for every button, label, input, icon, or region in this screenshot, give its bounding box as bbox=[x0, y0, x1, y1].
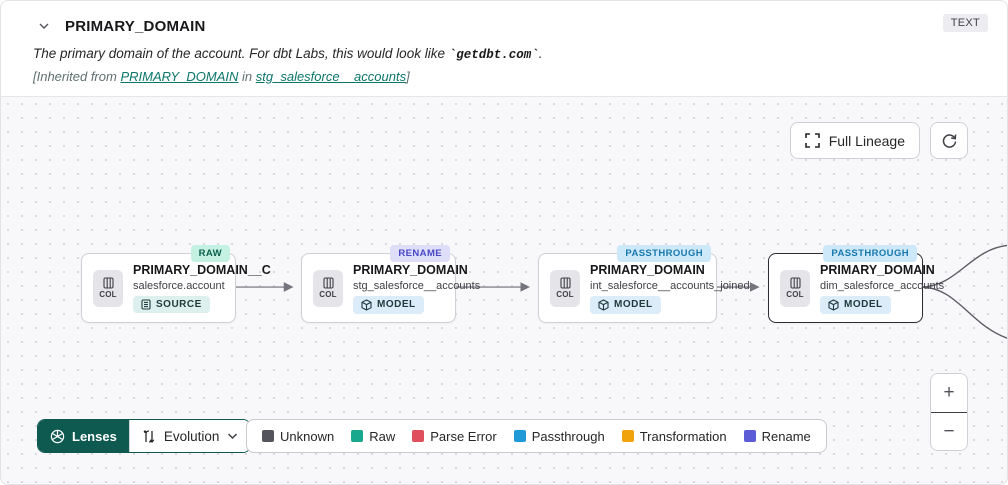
resource-label: MODEL bbox=[377, 299, 416, 310]
evolution-badge: PASSTHROUGH bbox=[617, 245, 711, 262]
lineage-canvas[interactable]: Full Lineage RAW COL PRIMARY_DOMAIN__C bbox=[1, 97, 1007, 484]
full-lineage-label: Full Lineage bbox=[828, 132, 905, 149]
resource-label: MODEL bbox=[614, 299, 653, 310]
resource-label: SOURCE bbox=[156, 299, 202, 310]
inherited-middle: in bbox=[238, 69, 256, 84]
column-type-icon: COL bbox=[313, 269, 343, 307]
legend-swatch bbox=[743, 430, 756, 442]
legend-label: Unknown bbox=[280, 428, 335, 444]
legend-label: Parse Error bbox=[430, 428, 497, 444]
lineage-node-intermediate[interactable]: PASSTHROUGH COL PRIMARY_DOMAIN int_sales… bbox=[538, 245, 750, 323]
model-icon bbox=[828, 298, 839, 311]
column-type-icon: COL bbox=[550, 269, 580, 307]
zoom-out-button[interactable]: − bbox=[931, 412, 967, 450]
inherited-prefix: [Inherited from bbox=[33, 69, 121, 84]
column-type-icon: COL bbox=[93, 269, 123, 307]
legend-swatch bbox=[262, 430, 274, 442]
zoom-controls: + − bbox=[930, 373, 968, 451]
legend-item-transformation: Transformation bbox=[621, 428, 727, 444]
chevron-down-icon bbox=[227, 432, 238, 440]
column-description: The primary domain of the account. For d… bbox=[33, 46, 987, 62]
col-label: COL bbox=[319, 290, 337, 299]
lens-selector[interactable]: Evolution bbox=[128, 420, 251, 452]
lenses-label: Lenses bbox=[72, 428, 117, 444]
description-period: . bbox=[538, 46, 543, 61]
legend-label: Transformation bbox=[639, 428, 727, 444]
data-type-badge: TEXT bbox=[942, 14, 988, 32]
lineage-edges bbox=[235, 244, 1007, 339]
col-label: COL bbox=[556, 290, 574, 299]
lens-selected-label: Evolution bbox=[163, 428, 220, 444]
lineage-node-source[interactable]: RAW COL PRIMARY_DOMAIN__C salesforce.acc… bbox=[81, 245, 271, 323]
inherited-column-link[interactable]: PRIMARY_DOMAIN bbox=[120, 69, 239, 84]
lineage-node-dim-selected[interactable]: PASSTHROUGH COL PRIMARY_DOMAIN dim_sales… bbox=[768, 245, 944, 323]
col-label: COL bbox=[99, 290, 117, 299]
resource-type-tag: MODEL bbox=[820, 295, 891, 314]
node-column-name: PRIMARY_DOMAIN__C bbox=[133, 263, 271, 277]
legend-swatch bbox=[412, 430, 425, 442]
model-icon bbox=[598, 298, 609, 311]
lens-aperture-icon bbox=[50, 429, 65, 444]
node-model-name: int_salesforce__accounts_joined bbox=[590, 279, 750, 292]
resource-type-tag: SOURCE bbox=[133, 296, 210, 313]
zoom-in-button[interactable]: + bbox=[931, 374, 967, 412]
legend-item-parse-error: Parse Error bbox=[412, 428, 497, 444]
column-header: PRIMARY_DOMAIN TEXT The primary domain o… bbox=[1, 1, 1007, 97]
description-text: The primary domain of the account. For d… bbox=[33, 46, 449, 61]
node-column-name: PRIMARY_DOMAIN bbox=[590, 262, 705, 277]
legend-swatch bbox=[621, 430, 634, 442]
node-model-name: salesforce.account bbox=[133, 280, 225, 292]
description-code: `getdbt.com` bbox=[448, 48, 539, 62]
legend-label: Rename bbox=[761, 428, 811, 444]
resource-type-tag: MODEL bbox=[590, 295, 661, 314]
legend-item-passthrough: Passthrough bbox=[513, 428, 605, 444]
legend-item-unknown: Unknown bbox=[262, 429, 334, 444]
expand-brackets-icon bbox=[804, 133, 820, 148]
node-model-name: dim_salesforce_accounts bbox=[820, 279, 945, 292]
node-model-name: stg_salesforce__accounts bbox=[353, 279, 481, 292]
inherited-suffix: ] bbox=[406, 69, 410, 84]
resource-label: MODEL bbox=[844, 299, 883, 310]
lineage-toolbar: Full Lineage bbox=[789, 122, 968, 159]
legend-swatch bbox=[513, 430, 526, 442]
inherited-from-note: [Inherited from PRIMARY_DOMAIN in stg_sa… bbox=[33, 69, 987, 84]
lineage-node-staging[interactable]: RENAME COL PRIMARY_DOMAIN stg_salesforce… bbox=[301, 245, 480, 323]
legend-label: Passthrough bbox=[531, 428, 605, 444]
evolution-badge: PASSTHROUGH bbox=[823, 245, 917, 262]
evolution-icon bbox=[142, 429, 156, 444]
collapse-chevron-icon[interactable] bbox=[33, 15, 55, 37]
lenses-button[interactable]: Lenses bbox=[38, 420, 129, 452]
column-name-title: PRIMARY_DOMAIN bbox=[65, 17, 206, 35]
evolution-badge: RAW bbox=[190, 245, 230, 262]
refresh-button[interactable] bbox=[930, 122, 968, 159]
model-icon bbox=[361, 298, 372, 311]
inherited-model-link[interactable]: stg_salesforce__accounts bbox=[255, 69, 407, 84]
legend-swatch bbox=[351, 430, 364, 442]
full-lineage-button[interactable]: Full Lineage bbox=[789, 122, 920, 159]
legend-item-rename: Rename bbox=[743, 428, 811, 444]
evolution-badge: RENAME bbox=[390, 245, 450, 262]
resource-type-tag: MODEL bbox=[353, 295, 424, 314]
node-column-name: PRIMARY_DOMAIN bbox=[353, 262, 468, 277]
legend-item-raw: Raw bbox=[351, 429, 395, 444]
legend-label: Raw bbox=[369, 428, 396, 444]
refresh-icon bbox=[941, 132, 958, 149]
source-icon bbox=[141, 299, 151, 310]
col-label: COL bbox=[786, 290, 804, 299]
node-column-name: PRIMARY_DOMAIN bbox=[820, 262, 935, 277]
lenses-control: Lenses Evolution bbox=[37, 419, 252, 453]
evolution-legend: Unknown Raw Parse Error Passthrough Tran… bbox=[246, 419, 827, 453]
column-type-icon: COL bbox=[780, 269, 810, 307]
